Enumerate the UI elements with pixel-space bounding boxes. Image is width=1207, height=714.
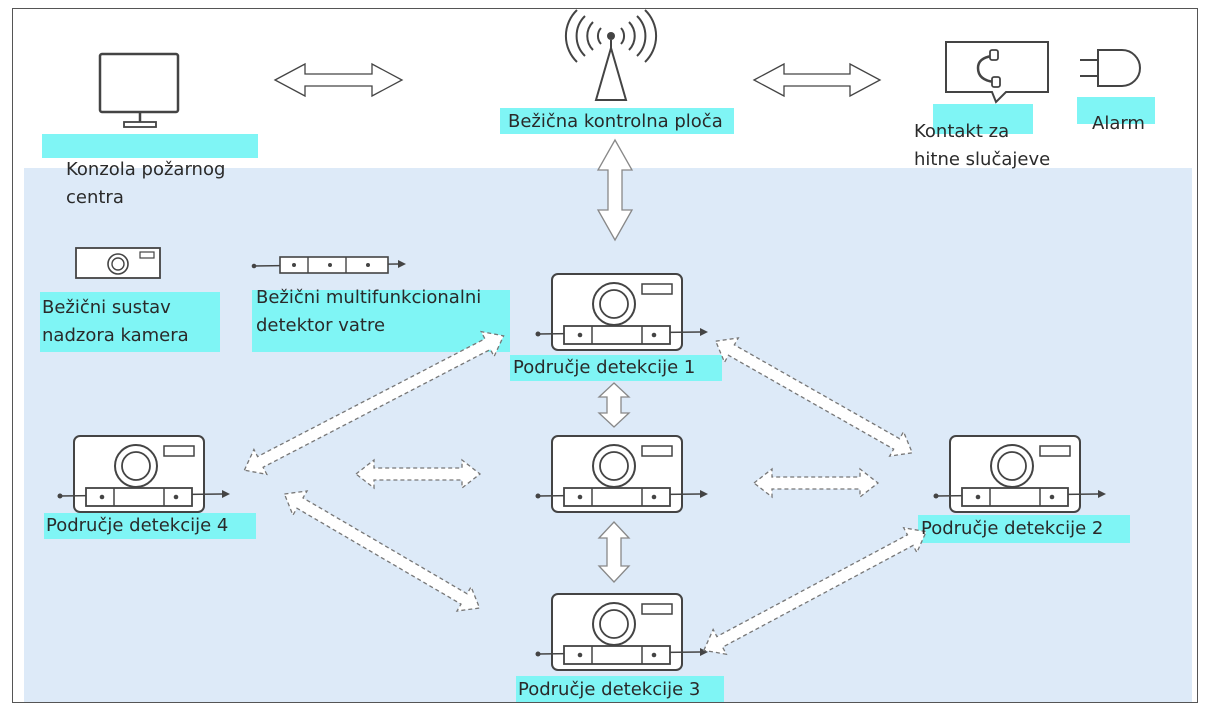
zone3-label-highlight [516, 676, 724, 702]
panel-to-contact-arrow [752, 62, 882, 98]
detector-legend-label-line2: detektor vatre [256, 315, 386, 336]
zone4-label-highlight [44, 513, 256, 539]
detector-icon [251, 256, 406, 274]
phone-icon [945, 41, 1049, 104]
zone4-label: Područje detekcije 4 [46, 515, 229, 536]
center-camera-unit [534, 435, 709, 513]
center-zone3-arrow [597, 521, 631, 583]
zone4-camera-unit [56, 435, 231, 513]
zone4-zone3-arrow [283, 490, 481, 612]
alarm-label-highlight [1077, 97, 1155, 124]
camera-legend-label-line2: nadzora kamera [42, 325, 189, 346]
console-label-line2: centra [66, 187, 124, 208]
zone4-zone1-arrow [243, 330, 505, 476]
control-panel-label-highlight [500, 108, 734, 134]
zone1-zone2-arrow [714, 337, 914, 457]
camera-legend-highlight [40, 292, 220, 352]
zone3-camera-unit [534, 593, 709, 671]
zone2-label: Područje detekcije 2 [921, 518, 1104, 539]
zone4-center-arrow [354, 458, 482, 490]
antenna-icon [564, 9, 658, 101]
zone1-label: Područje detekcije 1 [513, 357, 696, 378]
alarm-bell-icon [1080, 49, 1141, 87]
detector-legend-label-line1: Bežični multifunkcionalni [256, 287, 482, 308]
monitor-icon [98, 52, 180, 128]
zone1-label-highlight [510, 355, 722, 381]
zone1-camera-unit [534, 273, 709, 351]
zone2-label-highlight [918, 515, 1130, 543]
camera-icon [75, 247, 161, 279]
emergency-contact-label-highlight [933, 104, 1033, 134]
zone3-label: Područje detekcije 3 [518, 679, 701, 700]
zone2-camera-unit [932, 435, 1107, 513]
zone3-zone2-arrow [702, 526, 928, 656]
control-panel-label: Bežična kontrolna ploča [508, 111, 723, 132]
center-zone2-arrow [752, 467, 880, 499]
alarm-label: Alarm [1092, 113, 1145, 134]
console-label-line1: Konzola požarnog [66, 159, 226, 180]
console-label-highlight [42, 134, 258, 158]
emergency-contact-label-line1: Kontakt za [914, 121, 1010, 142]
panel-to-zone1-arrow [596, 138, 634, 242]
console-to-panel-arrow [273, 62, 404, 98]
zone1-center-arrow [597, 382, 631, 428]
emergency-contact-label-line2: hitne slučajeve [914, 149, 1051, 170]
camera-legend-label-line1: Bežični sustav [42, 297, 171, 318]
detector-legend-highlight [252, 290, 510, 352]
